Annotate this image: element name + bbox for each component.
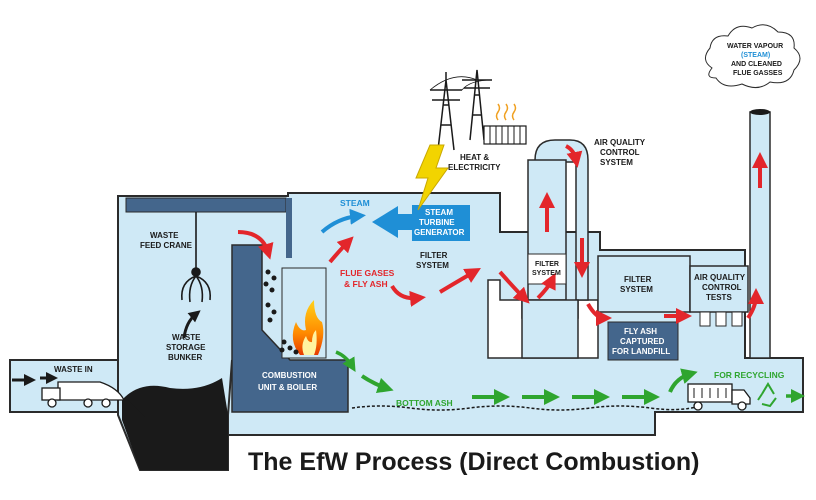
garbage-truck-icon bbox=[41, 381, 126, 408]
turbine-arrow-stem bbox=[396, 214, 414, 230]
aqcs-top-arrow bbox=[565, 144, 583, 168]
cloud bbox=[705, 24, 801, 88]
label-turbine-2: TURBINE bbox=[419, 218, 455, 227]
label-flyash-2: CAPTURED bbox=[620, 337, 665, 346]
fly-ash-box bbox=[607, 321, 679, 361]
recycling-truck-icon bbox=[687, 383, 751, 411]
label-heat-2: ELECTRICITY bbox=[448, 163, 501, 172]
label-heat-1: HEAT & bbox=[460, 153, 489, 162]
flue-arrow-1 bbox=[390, 284, 426, 307]
boiler-top-wall bbox=[286, 198, 292, 258]
label-storage-1: WASTE bbox=[172, 333, 201, 342]
ash-arrow-1 bbox=[360, 374, 394, 394]
waste-pile bbox=[122, 378, 228, 470]
chimney-top bbox=[750, 109, 770, 115]
lightning-icon bbox=[415, 144, 449, 211]
crane-up-arrow bbox=[182, 310, 201, 339]
recycle-icon bbox=[757, 382, 777, 408]
label-filter-small-1: FILTER bbox=[535, 261, 559, 268]
label-cloud-1: WATER VAPOUR bbox=[727, 43, 783, 50]
label-aqt-1: AIR QUALITY bbox=[694, 273, 746, 282]
label-turbine-3: GENERATOR bbox=[414, 228, 465, 237]
label-storage-3: BUNKER bbox=[168, 353, 202, 362]
label-waste-in: WASTE IN bbox=[54, 365, 93, 374]
crane-claw-icon bbox=[180, 212, 212, 303]
label-filter-small-2: SYSTEM bbox=[532, 270, 561, 277]
pylon-icon bbox=[429, 69, 493, 151]
label-feed-crane-2: FEED CRANE bbox=[140, 241, 193, 250]
label-flue-2: & FLY ASH bbox=[344, 279, 388, 289]
ash-arrow-6 bbox=[668, 368, 698, 393]
chimney-in-arrow bbox=[746, 288, 764, 320]
label-turbine-1: STEAM bbox=[425, 208, 453, 217]
steam-arrow bbox=[320, 208, 366, 234]
label-aqcs-2: CONTROL bbox=[600, 148, 640, 157]
page-title: The EfW Process (Direct Combustion) bbox=[248, 448, 699, 476]
filter2-arrow bbox=[586, 302, 612, 326]
radiator-icon bbox=[483, 103, 527, 145]
label-filter2-2: SYSTEM bbox=[620, 285, 653, 294]
label-flyash-1: FLY ASH bbox=[624, 327, 657, 336]
label-feed-crane-1: WASTE bbox=[150, 231, 179, 240]
ash-drop-arrow bbox=[335, 350, 356, 373]
feed-arrow bbox=[237, 230, 274, 260]
label-filter-2: SYSTEM bbox=[416, 261, 449, 270]
label-combustion-2: UNIT & BOILER bbox=[258, 383, 317, 392]
turbine-generator bbox=[412, 205, 470, 241]
label-filter2-1: FILTER bbox=[624, 275, 652, 284]
filter-small-box bbox=[527, 253, 567, 285]
dump-arrow bbox=[126, 396, 155, 425]
falling-waste bbox=[263, 269, 299, 355]
label-aqcs-1: AIR QUALITY bbox=[594, 138, 646, 147]
flue-arrow-4 bbox=[536, 272, 556, 300]
aqt-filters bbox=[699, 311, 743, 327]
label-cloud-3: AND CLEANED bbox=[731, 61, 782, 68]
flue-up-arrow bbox=[328, 236, 354, 264]
fire-core bbox=[302, 330, 317, 355]
flue-arrow-3 bbox=[498, 270, 530, 304]
label-aqt-3: TESTS bbox=[706, 293, 732, 302]
crane-beam bbox=[125, 197, 287, 213]
label-aqt-2: CONTROL bbox=[702, 283, 742, 292]
label-steam: STEAM bbox=[340, 198, 370, 208]
filter2-building bbox=[597, 255, 691, 313]
label-filter-1: FILTER bbox=[420, 251, 448, 260]
label-aqcs-3: SYSTEM bbox=[600, 158, 633, 167]
turbine-arrow-icon bbox=[372, 206, 398, 238]
label-cloud-2: (STEAM) bbox=[741, 52, 770, 59]
chimney bbox=[749, 111, 771, 359]
flue-arrow-2 bbox=[438, 268, 481, 294]
label-bottom-ash: BOTTOM ASH bbox=[396, 398, 453, 408]
label-cloud-4: FLUE GASSES bbox=[733, 70, 783, 77]
label-flyash-3: FOR LANDFILL bbox=[612, 347, 670, 356]
label-recycling: FOR RECYCLING bbox=[714, 370, 785, 380]
label-flue-1: FLUE GASES bbox=[340, 268, 395, 278]
label-combustion-1: COMBUSTION bbox=[262, 371, 317, 380]
label-storage-2: STORAGE bbox=[166, 343, 206, 352]
aqcs-base bbox=[521, 299, 579, 359]
